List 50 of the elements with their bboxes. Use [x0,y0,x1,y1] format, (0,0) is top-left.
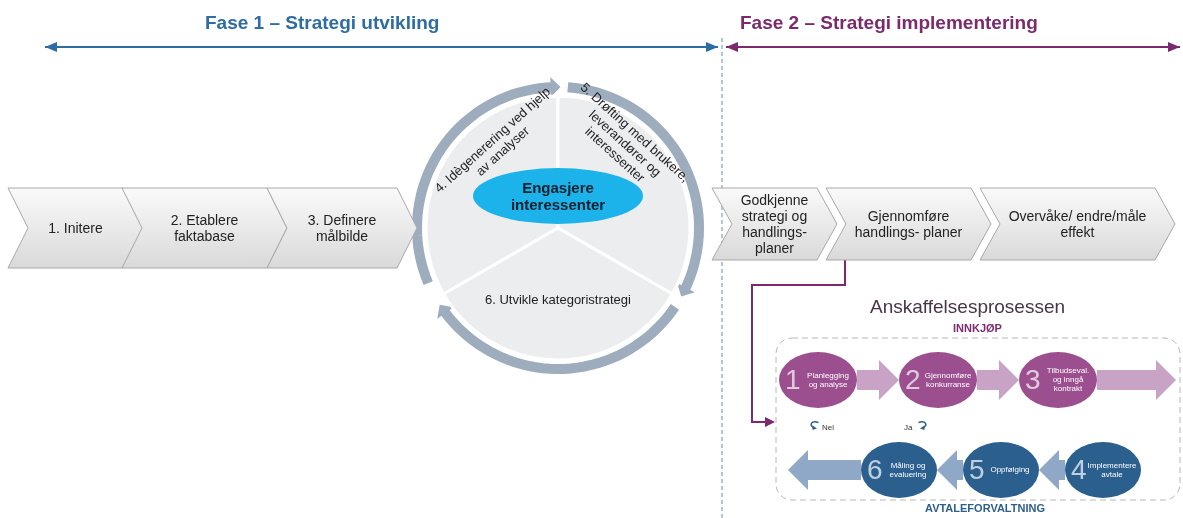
step-label: Måling og evaluering [888,460,928,480]
step-circle [861,442,937,498]
center-label: Engasjere interessenter [510,178,606,214]
arrow [567,82,704,299]
step-label: 3. Definere målbilde [306,211,378,245]
arrow [1097,360,1176,400]
step-circle [1019,352,1097,408]
arrow [412,77,561,285]
step-number: 5 [969,456,985,484]
arrow [1039,450,1065,490]
step-label: Implementere avtale [1087,460,1137,480]
step-circle [963,442,1039,498]
step-label: Gjennomføre konkurranse [923,370,973,390]
step-label: 2. Etablere faktabase [169,211,240,245]
step-label: Gjennomføre handlings- planer [853,207,964,241]
chevron-step [712,188,837,260]
section-heading: INNKJØP [953,322,1002,335]
step-label: 1. Initere [47,219,104,237]
step-number: 4 [1071,456,1087,484]
branch-label: Nei [822,423,834,432]
step-label: Planlegging og analyse [806,370,850,390]
step-number: 6 [867,456,883,484]
panel-title: Anskaffelsesprosessen [870,296,1066,318]
chevron-step [267,188,417,268]
arrow [977,360,1019,400]
step-label: Godkjenne strategi og handlings- planer [739,191,810,257]
step-label: Tilbudseval. og inngå kontrakt [1045,366,1091,394]
sector-label: 6. Utvikle kategoristrategi [484,292,632,308]
step-label: Overvåke/ endre/måle effekt [1007,207,1148,241]
section-heading: AVTALEFORVALTNING [925,502,1045,515]
cycle-sector [444,228,672,360]
chevron-step [8,188,143,268]
step-number: 3 [1025,366,1041,394]
branch-label: Ja [904,423,913,432]
phase-heading: Fase 1 – Strategi utvikling [205,12,440,34]
arrow [857,360,899,400]
chevron-step [826,188,991,260]
step-circle [779,352,857,408]
chevron-step [122,188,287,268]
step-circle [1065,442,1141,498]
arrow [937,450,963,490]
arrow [435,301,679,374]
chevron-step [980,188,1175,260]
arrow [788,450,861,490]
step-label: Oppfølging [989,465,1031,475]
phase-heading: Fase 2 – Strategi implementering [740,12,1038,34]
arrow [751,259,846,427]
step-circle [899,352,977,408]
step-number: 2 [905,366,921,394]
step-number: 1 [785,366,801,394]
